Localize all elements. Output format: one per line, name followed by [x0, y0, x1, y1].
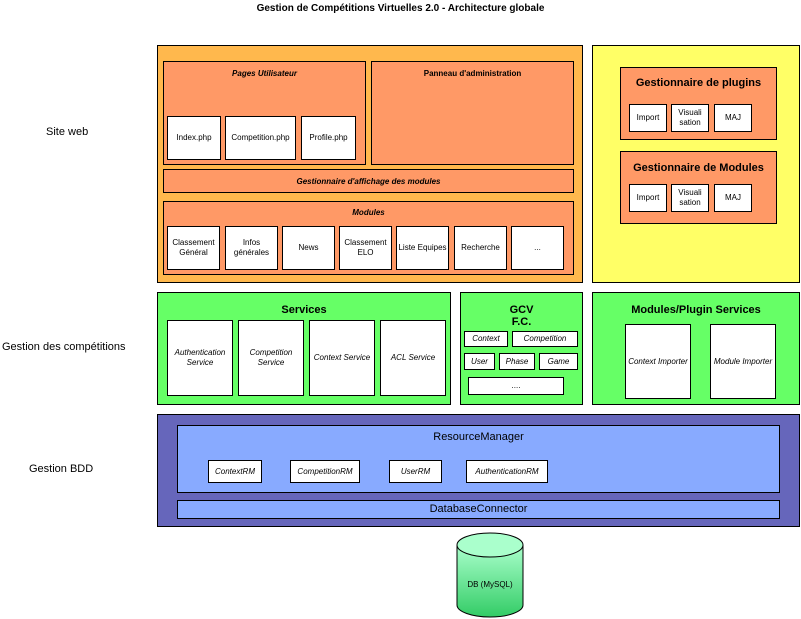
modules-title: Modules	[352, 208, 385, 217]
gcv-phase: Phase	[499, 353, 535, 370]
module-news: News	[282, 226, 335, 270]
panneau-admin-title: Panneau d'administration	[423, 69, 522, 78]
module-classement-elo: Classement ELO	[339, 226, 392, 270]
gcv-title-line2: F.C.	[511, 316, 532, 328]
module-more: ...	[511, 226, 564, 270]
gm-maj: MAJ	[714, 184, 752, 212]
gcv-more: ....	[468, 377, 564, 395]
gm-visualisation: Visuali sation	[671, 184, 709, 212]
database-label: DB (MySQL)	[467, 580, 513, 589]
page-profile: Profile.php	[301, 116, 356, 160]
gcv-context: Context	[464, 331, 508, 347]
gestionnaire-plugins-title: Gestionnaire de plugins	[635, 77, 762, 89]
gestionnaire-modules-title: Gestionnaire de Modules	[633, 162, 764, 174]
plugin-import: Import	[629, 104, 667, 132]
gcv-game: Game	[539, 353, 578, 370]
context-importer: Context Importer	[625, 324, 691, 399]
gcv-competition: Competition	[512, 331, 578, 347]
database-connector-title: DatabaseConnector	[429, 503, 528, 515]
page-index: Index.php	[167, 116, 221, 160]
module-infos-generales: Infos générales	[225, 226, 278, 270]
plugin-services-title: Modules/Plugin Services	[631, 304, 761, 316]
row-label-gestion-bdd: Gestion BDD	[29, 463, 94, 475]
rm-context: ContextRM	[208, 460, 262, 483]
gcv-title-line1: GCV	[509, 304, 534, 316]
page-competition: Competition.php	[225, 116, 296, 160]
module-importer: Module Importer	[710, 324, 776, 399]
module-liste-equipes: Liste Equipes	[396, 226, 449, 270]
module-recherche: Recherche	[454, 226, 507, 270]
panneau-admin-box	[371, 61, 574, 165]
service-competition: Competition Service	[238, 320, 304, 396]
service-context: Context Service	[309, 320, 375, 396]
resource-manager-title: ResourceManager	[433, 431, 524, 443]
pages-utilisateur-title: Pages Utilisateur	[232, 69, 297, 78]
services-title: Services	[281, 304, 327, 316]
database-connector-box	[177, 500, 780, 519]
service-acl: ACL Service	[380, 320, 446, 396]
plugin-visualisation: Visuali sation	[671, 104, 709, 132]
gm-import: Import	[629, 184, 667, 212]
gestionnaire-affichage-box	[163, 169, 574, 193]
rm-competition: CompetitionRM	[290, 460, 360, 483]
row-label-site-web: Site web	[46, 126, 89, 138]
diagram-title: Gestion de Compétitions Virtuelles 2.0 -…	[256, 3, 545, 14]
row-label-gestion-competitions: Gestion des compétitions	[2, 341, 126, 353]
database-icon	[456, 532, 524, 618]
plugin-maj: MAJ	[714, 104, 752, 132]
rm-authentication: AuthenticationRM	[466, 460, 548, 483]
gestionnaire-affichage-title: Gestionnaire d'affichage des modules	[296, 177, 441, 186]
rm-user: UserRM	[389, 460, 442, 483]
module-classement-general: Classement Général	[167, 226, 220, 270]
service-authentication: Authentication Service	[167, 320, 233, 396]
gcv-user: User	[464, 353, 495, 370]
